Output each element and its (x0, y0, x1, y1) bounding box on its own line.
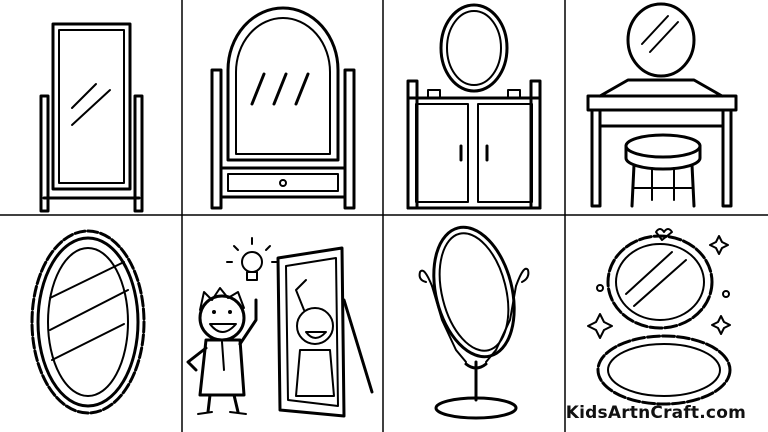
standing-floor-mirror-icon (39, 22, 144, 213)
brand-watermark: KidsArtnCraft.com (565, 403, 746, 423)
boy-looking-in-mirror-icon (186, 237, 374, 418)
dresser-with-oval-mirror-icon (406, 3, 542, 210)
ornate-oval-mirror-icon (30, 229, 146, 415)
tilting-table-mirror-icon (418, 225, 530, 420)
cheval-mirror-with-drawer-icon (210, 6, 356, 210)
compact-mirror-icon (587, 228, 732, 406)
vanity-table-with-stool-icon (586, 2, 738, 208)
